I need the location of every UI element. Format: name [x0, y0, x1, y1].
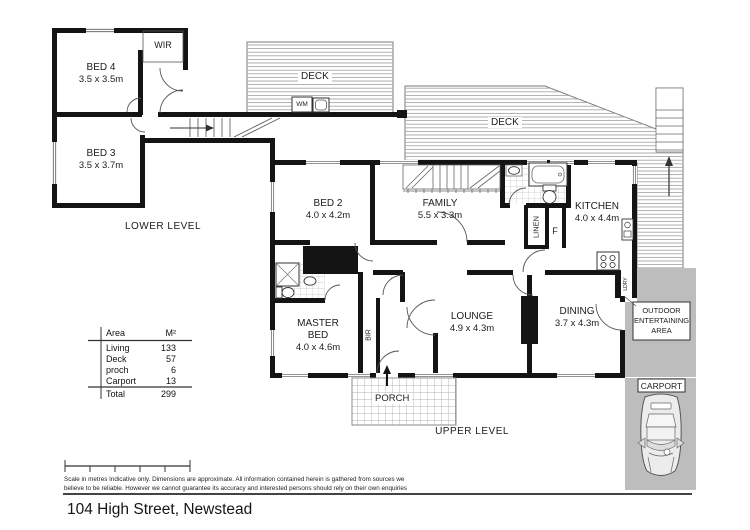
wm-label: WM [296, 101, 308, 108]
bathtub-icon [528, 162, 568, 187]
room-name-kitchen: KITCHEN [575, 201, 619, 212]
room-name-dining: DINING [559, 306, 595, 317]
upper-level-windows [270, 160, 637, 378]
room-dims-master-bed: 4.0 x 4.6m [295, 342, 341, 353]
room-label-bed4: BED 4 3.5 x 3.5m [57, 62, 145, 85]
wir-closet [142, 30, 184, 63]
room-name-master-bed: MASTER BED [297, 318, 339, 341]
right-deck [404, 85, 684, 269]
laundry-nook [621, 274, 637, 307]
room-dims-bed4: 3.5 x 3.5m [78, 74, 124, 85]
room-name-family: FAMILY [422, 198, 458, 209]
room-label-bed2: BED 2 4.0 x 4.2m [283, 198, 373, 221]
stairs-family-icon [402, 164, 501, 193]
area-table-row-value: 133 [160, 343, 176, 353]
room-name-bed4: BED 4 [86, 62, 116, 73]
room-dims-bed3: 3.5 x 3.7m [78, 160, 124, 171]
upper-level-doors [324, 187, 623, 374]
deck-top-label: DECK [298, 71, 332, 82]
room-label-dining: DINING 3.7 x 4.3m [535, 306, 619, 329]
stove-icon [596, 251, 620, 271]
room-label-bed3: BED 3 3.5 x 3.7m [57, 148, 145, 171]
disclaimer-line-2: believe to be reliable. However we canno… [64, 484, 408, 492]
lower-level-doors [126, 67, 184, 133]
room-dims-family: 5.5 x 3.3m [417, 210, 463, 221]
room-label-kitchen: KITCHEN 4.0 x 4.4m [559, 201, 635, 224]
built-in-wardrobe [303, 246, 358, 274]
carport-label: CARPORT [640, 381, 683, 391]
room-dims-kitchen: 4.0 x 4.4m [574, 213, 620, 224]
lower-level-windows [52, 28, 114, 184]
ensuite-toilet-icon [275, 286, 295, 299]
upper-level-label: UPPER LEVEL [435, 426, 509, 437]
deck-right-label: DECK [488, 117, 522, 128]
scale-bar [64, 460, 191, 472]
fireplace [521, 296, 538, 344]
area-table-row-value: 13 [165, 376, 176, 386]
property-address: 104 High Street, Newstead [67, 501, 253, 518]
room-label-family: FAMILY 5.5 x 3.3m [390, 198, 490, 221]
room-dims-dining: 3.7 x 4.3m [554, 318, 600, 329]
room-label-lounge: LOUNGE 4.9 x 4.3m [422, 311, 522, 334]
ldry-label: LDRY [623, 277, 629, 291]
area-table-row-value: 57 [165, 354, 176, 364]
bir-label: BIR [365, 329, 373, 341]
toilet-icon [542, 184, 557, 204]
room-name-lounge: LOUNGE [450, 311, 494, 322]
room-name-bed2: BED 2 [313, 198, 343, 209]
area-table-total-label: Total [106, 389, 126, 399]
area-table-total-value: 299 [160, 389, 176, 399]
area-table-lines [88, 327, 192, 399]
car-icon [637, 393, 685, 476]
linen-label: LINEN [531, 215, 541, 239]
deck-stairs-icon [655, 87, 684, 196]
disclaimer-line-1: Scale in metres Indicative only. Dimensi… [64, 476, 405, 483]
room-label-master-bed: MASTER BED 4.0 x 4.6m [288, 318, 348, 353]
porch-label: PORCH [372, 393, 413, 404]
laundry-tub-icon [312, 97, 330, 113]
stairs-lower-icon [170, 117, 281, 138]
area-table-header-m2: M² [165, 328, 177, 338]
area-table-header-area: Area [106, 328, 126, 338]
lower-level-label: LOWER LEVEL [124, 221, 202, 232]
room-name-bed3: BED 3 [86, 148, 116, 159]
area-table-row-label: Deck [106, 354, 127, 364]
washing-machine-icon [291, 96, 313, 113]
area-table-row-label: Carport [106, 376, 137, 386]
area-table-row-value: 6 [170, 365, 176, 375]
room-dims-bed2: 4.0 x 4.2m [305, 210, 351, 221]
shower-icon [275, 262, 300, 287]
room-label-wir: WIR [154, 40, 172, 50]
area-table-row-label: Living [106, 343, 130, 353]
fridge-label: F [552, 226, 558, 236]
kitchen-sink-icon [621, 218, 634, 241]
outdoor-entertaining-area [625, 268, 696, 377]
lower-level-walls [52, 28, 407, 208]
room-dims-lounge: 4.9 x 4.3m [449, 323, 495, 334]
basin-icon [505, 164, 523, 177]
outdoor-area-label: OUTDOOR ENTERTAINING AREA [634, 306, 690, 335]
ensuite-basin-icon [303, 276, 317, 286]
area-table-row-label: proch [106, 365, 129, 375]
